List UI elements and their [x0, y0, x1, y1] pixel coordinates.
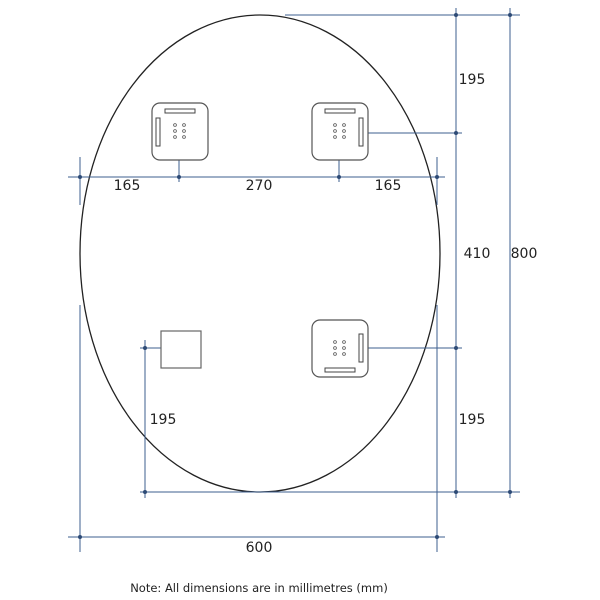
- label-vertical-spacing: 410: [464, 246, 491, 262]
- label-total-width: 600: [246, 540, 273, 556]
- bracket-top-left: [151, 102, 209, 161]
- units-note: Note: All dimensions are in millimetres …: [130, 581, 388, 595]
- label-bottom-right-offset: 195: [459, 412, 486, 428]
- label-right-margin: 165: [375, 178, 402, 194]
- label-total-height: 800: [511, 246, 538, 262]
- label-left-margin: 165: [114, 178, 141, 194]
- bracket-top-right: [311, 102, 369, 161]
- bracket-bottom-left-square: [160, 330, 202, 369]
- label-bracket-spacing: 270: [246, 178, 273, 194]
- label-bottom-left-offset: 195: [150, 412, 177, 428]
- oval-mirror-outline: [79, 14, 441, 493]
- label-top-offset: 195: [459, 72, 486, 88]
- dimension-lines: [68, 8, 520, 552]
- bracket-bottom-right: [311, 319, 369, 378]
- dimension-ticks: [78, 13, 512, 539]
